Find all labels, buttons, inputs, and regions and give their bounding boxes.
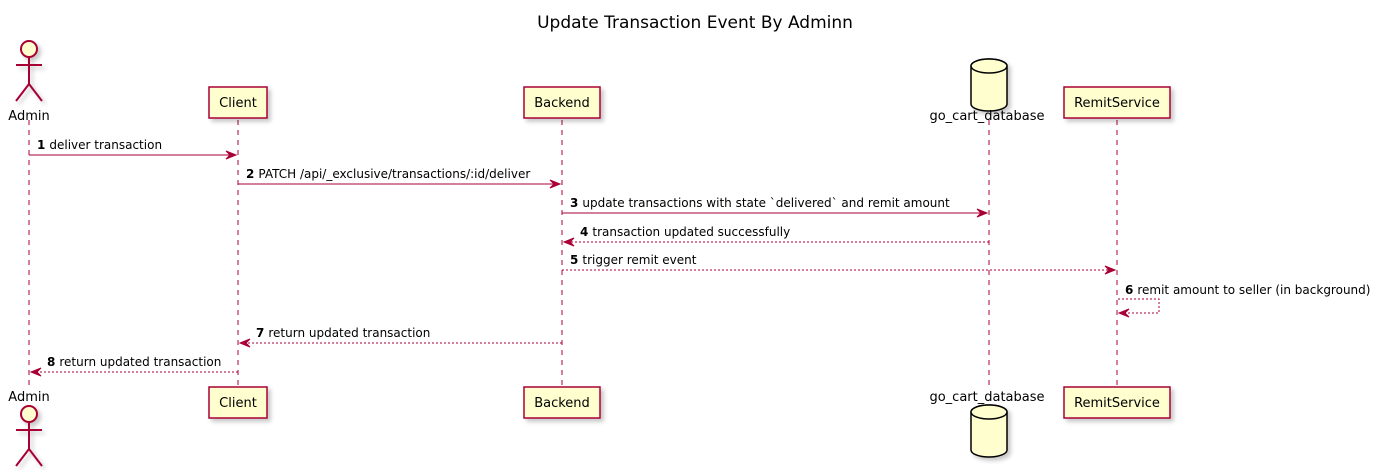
- message-label: 8 return updated transaction: [47, 355, 221, 369]
- message-text: return updated transaction: [268, 326, 430, 340]
- message-6: 6 remit amount to seller (in background): [1117, 283, 1370, 318]
- message-number: 6: [1125, 283, 1133, 297]
- participant-label: go_cart_database: [929, 390, 1044, 405]
- participant-remit-bottom: RemitService: [1063, 386, 1171, 419]
- lifelines: [28, 120, 1118, 388]
- participant-remit-top: RemitService: [1063, 86, 1171, 119]
- message-label: 5 trigger remit event: [570, 253, 697, 267]
- participant-label: Client: [219, 396, 257, 411]
- message-number: 5: [570, 253, 578, 267]
- participant-backend-bottom: Backend: [523, 386, 601, 419]
- participant-label: go_cart_database: [929, 109, 1044, 124]
- actor-icon: [15, 405, 43, 467]
- participant-box: [208, 86, 268, 119]
- message-label: 1 deliver transaction: [37, 138, 162, 152]
- arrow-head: [549, 179, 562, 189]
- message-text: remit amount to seller (in background): [1137, 283, 1370, 297]
- message-number: 2: [246, 167, 254, 181]
- participant-client-top: Client: [208, 86, 268, 119]
- message-4: 4 transaction updated successfully: [562, 225, 989, 247]
- participant-label: Backend: [534, 396, 590, 411]
- message-label: 4 transaction updated successfully: [580, 225, 790, 239]
- participant-box: [1063, 386, 1171, 419]
- message-text: deliver transaction: [49, 138, 162, 152]
- participant-label: Admin: [8, 390, 49, 405]
- message-number: 8: [47, 355, 55, 369]
- message-label: 2 PATCH /api/_exclusive/transactions/:id/…: [246, 167, 530, 181]
- arrow-head: [1117, 308, 1130, 318]
- arrow-head: [1104, 265, 1117, 275]
- message-number: 4: [580, 225, 588, 239]
- participant-label: RemitService: [1074, 396, 1160, 411]
- arrow-head: [976, 208, 989, 218]
- messages: 1 deliver transaction 2 PATCH /api/_exclusi…: [29, 138, 1370, 377]
- database-db-top: go_cart_database: [929, 58, 1045, 124]
- message-number: 7: [256, 326, 264, 340]
- participant-box: [1063, 86, 1171, 119]
- message-label: 6 remit amount to seller (in background): [1125, 283, 1370, 297]
- participant-label: Backend: [534, 96, 590, 111]
- participant-box: [208, 386, 268, 419]
- message-2: 2 PATCH /api/_exclusive/transactions/:id/…: [238, 167, 562, 189]
- message-5: 5 trigger remit event: [562, 253, 1117, 275]
- participant-box: [523, 386, 601, 419]
- database-db-bottom: go_cart_database: [929, 390, 1045, 458]
- message-1: 1 deliver transaction: [29, 138, 238, 160]
- message-label: 3 update transactions with state `deliver…: [570, 196, 950, 210]
- participants-bottom: Admin Client Backend go_cart_database RemitS…: [8, 386, 1171, 467]
- message-8: 8 return updated transaction: [29, 355, 238, 377]
- arrow-head: [29, 367, 42, 377]
- participant-client-bottom: Client: [208, 386, 268, 419]
- participant-backend-top: Backend: [523, 86, 601, 119]
- arrow-head: [562, 237, 575, 247]
- database-icon: [970, 58, 1008, 112]
- message-text: transaction updated successfully: [592, 225, 790, 239]
- message-label: 7 return updated transaction: [256, 326, 430, 340]
- actor-admin-bottom: Admin: [8, 390, 50, 467]
- participant-label: RemitService: [1074, 96, 1160, 111]
- arrow-line: [1118, 298, 1160, 314]
- message-text: update transactions with state `delivere…: [582, 196, 950, 210]
- arrow-head: [225, 150, 238, 160]
- message-7: 7 return updated transaction: [238, 326, 562, 348]
- message-3: 3 update transactions with state `deliver…: [562, 196, 989, 218]
- participant-box: [523, 86, 601, 119]
- arrow-head: [238, 338, 251, 348]
- participant-label: Admin: [8, 109, 49, 124]
- actor-admin-top: Admin: [8, 40, 50, 124]
- message-text: trigger remit event: [582, 253, 696, 267]
- message-text: PATCH /api/_exclusive/transactions/:id/d…: [258, 167, 530, 181]
- message-number: 3: [570, 196, 578, 210]
- database-icon: [970, 404, 1008, 458]
- message-text: return updated transaction: [59, 355, 221, 369]
- diagram-title: Update Transaction Event By Adminn: [537, 13, 853, 33]
- participants-top: Admin Client Backend go_cart_database RemitS…: [8, 40, 1171, 124]
- message-number: 1: [37, 138, 45, 152]
- actor-icon: [15, 40, 43, 102]
- participant-label: Client: [219, 96, 257, 111]
